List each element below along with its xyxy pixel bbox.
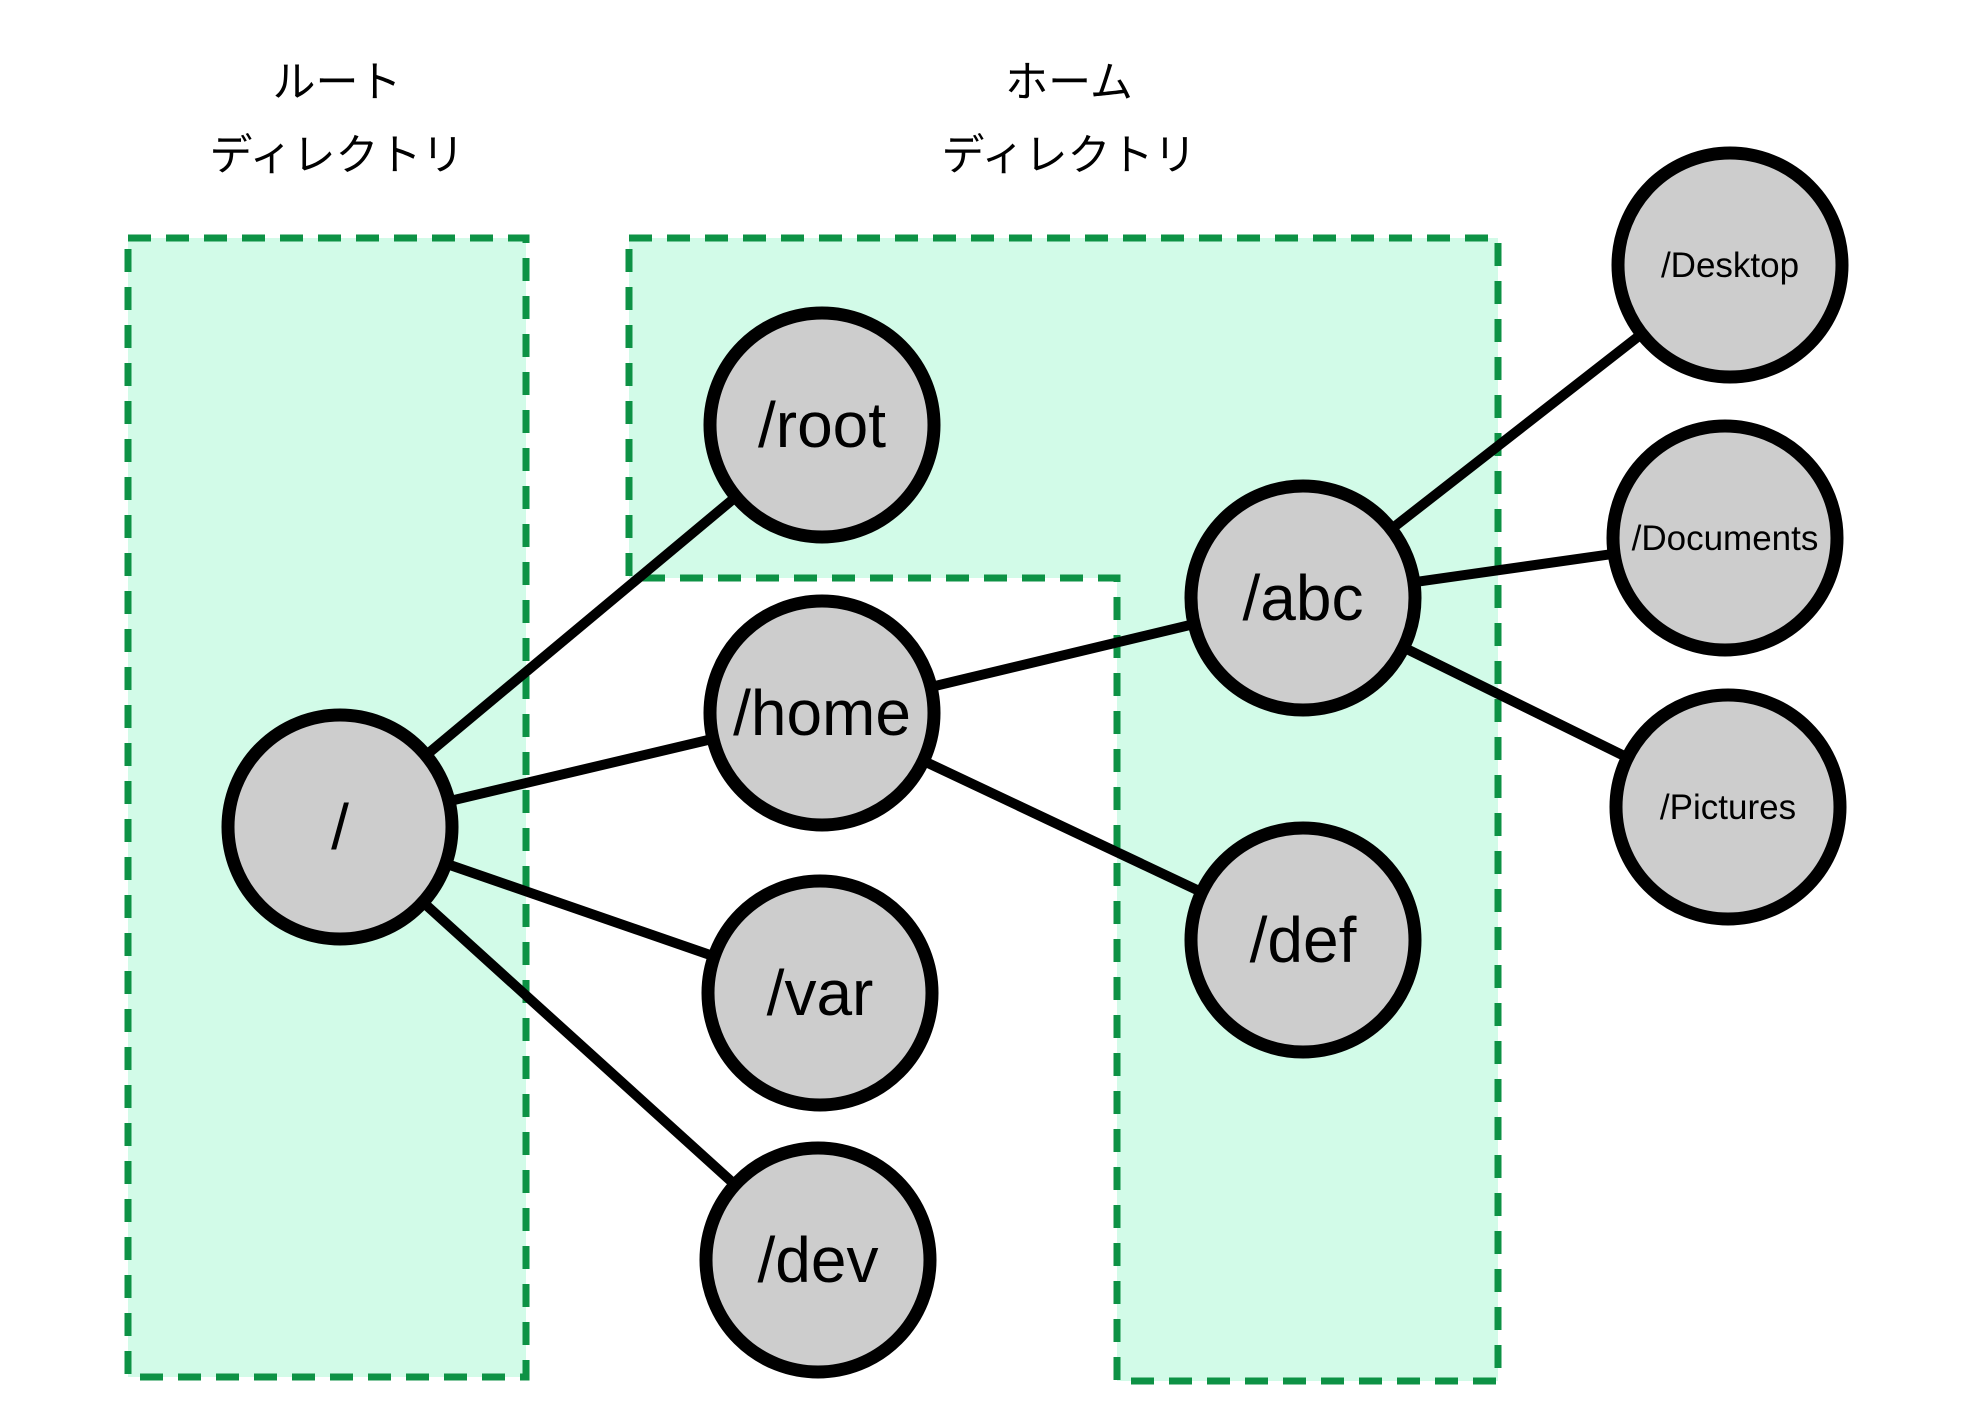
node-root xyxy=(703,306,941,544)
node-documents-label: /Documents xyxy=(1632,519,1819,558)
node-abc xyxy=(1184,479,1422,717)
node-pictures xyxy=(1609,688,1847,926)
node-def-label: /def xyxy=(1250,904,1357,976)
home-region-title-line1: ホーム xyxy=(1005,59,1133,107)
node-home xyxy=(703,594,941,832)
node-slash-label: / xyxy=(331,791,349,863)
node-dev xyxy=(699,1141,937,1379)
node-documents xyxy=(1606,419,1844,657)
home-region-title-line2: ディレクトリ xyxy=(942,132,1197,180)
node-abc-label: /abc xyxy=(1243,562,1364,634)
node-slash xyxy=(221,708,459,946)
node-dev-label: /dev xyxy=(758,1224,879,1296)
root-region-title-line1: ルート xyxy=(273,59,402,107)
node-desktop-label: /Desktop xyxy=(1661,246,1799,285)
root-region-title-line2: ディレクトリ xyxy=(210,132,465,180)
node-pictures-label: /Pictures xyxy=(1660,788,1796,827)
node-var-label: /var xyxy=(767,957,874,1029)
node-def xyxy=(1184,821,1422,1059)
node-desktop xyxy=(1611,146,1849,384)
node-var xyxy=(701,874,939,1112)
node-root-label: /root xyxy=(758,389,886,461)
node-home-label: /home xyxy=(733,677,911,749)
